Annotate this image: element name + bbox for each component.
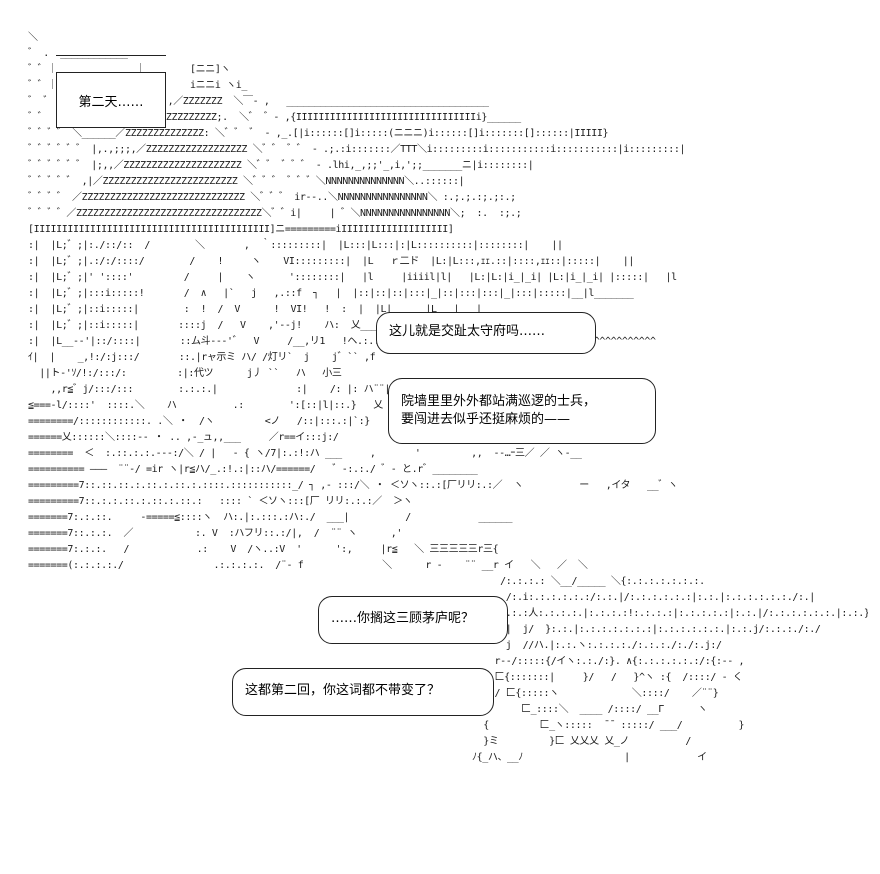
speech-bubble-4-line-1: 这都第二回，你这词都不带变了？ bbox=[245, 683, 441, 698]
ascii-art-line: =======(:.:.:.:./ .:.:.:.:. /¨‐ f ＼ r ‐ … bbox=[28, 560, 588, 571]
ascii-art-line: 匚{:::::::| }/ / }^ヽ :{ /::::/ ‐ く bbox=[494, 672, 743, 683]
speech-bubble-1-line-1: 这儿就是交趾太守府吗…… bbox=[389, 324, 546, 339]
ascii-art-line: =======7:.:.:. / .: V /ヽ..:V ' ':, |r≦ ＼… bbox=[28, 544, 499, 555]
ascii-art-line: ゛゛゛゛ ／ZZZZZZZZZZZZZZZZZZZZZZZZZZZZZ ＼゛゛゛… bbox=[28, 192, 516, 203]
scene-caption-box: 第二天…… bbox=[56, 55, 166, 128]
ascii-art-line: =========7::.::.::.:.::.:.::.:.::::.::::… bbox=[28, 480, 678, 491]
ascii-art-line: /:.i:.:.:.:.:.:/:.:.|/:.:.:.:.:.:|:.:.|:… bbox=[505, 592, 816, 603]
ascii-art-line: { 匚_ヽ::::: ̄ ̄ :::::/ ___/ } bbox=[28, 720, 745, 731]
speech-bubble-4: 这都第二回，你这词都不带变了？ bbox=[232, 668, 494, 716]
ascii-art-line: ゛ . ____________ bbox=[28, 48, 128, 59]
ascii-art-line: :| |L;゛;|.:/:/::::/ / ! ヽ VI:::::::::| |… bbox=[28, 256, 634, 267]
speech-bubble-1: 这儿就是交趾太守府吗…… bbox=[376, 312, 596, 354]
speech-bubble-2: 院墙里里外外都站满巡逻的士兵， 要闯进去似乎还挺麻烦的—— bbox=[388, 378, 656, 444]
ascii-art-line: [IIIIIIIIIIIIIIIIIIIIIIIIIIIIIIIIIIIIIII… bbox=[28, 224, 454, 235]
speech-bubble-2-line-1: 院墙里里外外都站满巡逻的士兵， bbox=[401, 394, 597, 409]
ascii-art-line: {.:.:人:.:.:.:.|:.:.:.:!:.:.:.:|:.:.:.:.:… bbox=[500, 608, 868, 619]
ascii-art-line: ,,r≦゛j/:::/::: :.:.:.| :| /: |: ハ¨¨| bbox=[28, 384, 391, 395]
ascii-art-line: ≦===-l/::::' ::::.＼ ハ .: ':[::|l|::.} 乂 bbox=[28, 400, 383, 411]
ascii-art-illustration: ＼゛ . ____________゛゛｜ ｜ [ニニ]ヽ゛゛｜ ｜;,, iニニ… bbox=[28, 30, 868, 860]
ascii-art-line: ＼ bbox=[28, 32, 38, 43]
ascii-art-line: ゛゛゛゛ ＼______／ZZZZZZZZZZZZZZ: ＼゛゛ ゛ ‐ ,_.… bbox=[28, 128, 609, 139]
ascii-art-line: ﾉ{_ハ、__ﾉ | イ bbox=[28, 752, 707, 763]
ascii-art-line: ======== ＜ :.::.:.:.---:/＼ / | ‐ { ヽ/7|:… bbox=[28, 448, 582, 459]
ascii-art-line: =========7::.:.:.::.:.::.:.::.: :::: ` ＜… bbox=[28, 496, 413, 507]
ascii-art-line: r--/:::::{/イヽ:.:./:}. ∧{:.:.:.:.:.:/:{:-… bbox=[28, 656, 745, 667]
ascii-art-line: :| |L;゛;|:./::/:: / ＼ , ｀:::::::::| |L::… bbox=[28, 240, 563, 251]
ascii-art-line: }ミ }匚 乂乂乂 乂_ノ / bbox=[28, 736, 691, 747]
ascii-art-line: ゛゛゛゛゛゛ |;,,／ZZZZZZZZZZZZZZZZZZZZZ ＼゛゛ ゛゛… bbox=[28, 160, 534, 171]
ascii-art-line: :| |L;゛;|' '::::' / | ヽ '::::::::| |l |i… bbox=[28, 272, 677, 283]
ascii-art-line: ======乂::::::＼::::-- ・ .. ,-_ュ,,___ ／r==… bbox=[28, 432, 339, 443]
ascii-art-line: :| |L;゛;|:::i:::::! / ∧ |` j ,.::f ┐ | |… bbox=[28, 288, 634, 299]
ascii-art-line: | j/ }:.:.|:.:.:.:.:.:.:|:.:.:.:.:.:.|:.… bbox=[505, 624, 821, 635]
ascii-art-line: ========== ――― ¨¨-/ =ir ヽ|r≦ハ/_.:!.:|::ハ… bbox=[28, 464, 478, 475]
ascii-art-line: ゛゛゛゛゛ ,|／ZZZZZZZZZZZZZZZZZZZZZZZZ ＼゛゛゛ ゛… bbox=[28, 176, 465, 187]
ascii-art-line: ゛ ゛｜ ｜;;.,／ZZZZZZZ ＼￣- , _______________… bbox=[28, 96, 489, 107]
speech-bubble-3-line-1: ……你搁这三顾茅庐呢？ bbox=[331, 611, 475, 626]
ascii-art-line: :| |L;゛;|::i:::::| : ! / V ! VI! ! : | |… bbox=[28, 304, 482, 315]
speech-bubble-2-line-2: 要闯进去似乎还挺麻烦的—— bbox=[401, 412, 571, 427]
ascii-art-line: ゛゛゛゛／ZZZZZZZZZZZZZZZZZZZZZZZZZZZZZZZZZ＼゛… bbox=[28, 208, 522, 219]
ascii-art-line: ゛゛゛゛゛゛ |,.,;;;,／ZZZZZZZZZZZZZZZZZZ ＼゛゛ ゛… bbox=[28, 144, 686, 155]
ascii-art-line: ||ト-'ｿ/!:/:::/: :|:代ツ j丿 `` ハ 小三 bbox=[28, 368, 342, 379]
ascii-art-line: / 匚{:::::ヽ ＼::::/ ／¨¨} bbox=[494, 688, 719, 699]
ascii-art-line: /:.:.:.: ＼__/_____ ＼{:.:.:.:.:.:.:. bbox=[28, 576, 705, 587]
ascii-art-line: =======7::.:.:. ／ :. V :ハフリ::.:/|, / ¨¨ … bbox=[28, 528, 402, 539]
ascii-art-line: ========/::::::::::::. .＼ ・ /ヽ <ノ /::|::… bbox=[28, 416, 370, 427]
ascii-art-line: j //ハ.|:.:.ヽ:.:.:.:./:.:.:./:./:.j:/ bbox=[28, 640, 722, 651]
ascii-art-line: =======7:.:.::. -=====≦::::ヽ ハ:.|:.:::.:… bbox=[28, 512, 513, 523]
ascii-art-line: ゛゛｜ ｜ [ニニ]ヽ bbox=[28, 64, 231, 75]
ascii-art-line: ｲ| | _,!:/:j:::/ ::.|rャ示ミ ハ/ /灯リ` j j゛``… bbox=[28, 352, 376, 363]
scene-caption-text: 第二天…… bbox=[78, 94, 144, 110]
speech-bubble-3: ……你搁这三顾茅庐呢？ bbox=[318, 596, 508, 644]
